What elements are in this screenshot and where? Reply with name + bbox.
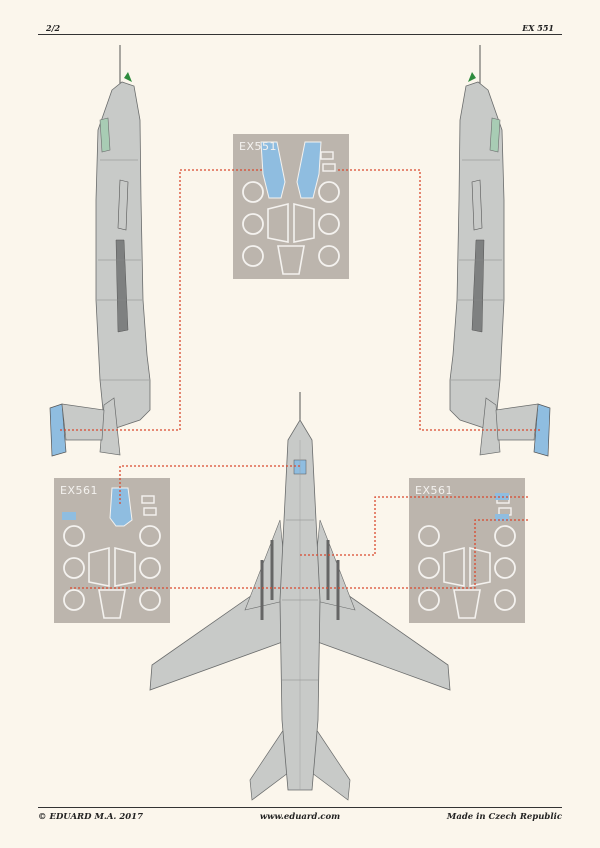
header-rule <box>38 34 562 35</box>
mask-sheet-top: EX551 <box>232 133 350 280</box>
page-number: 2/2 <box>46 23 61 33</box>
aircraft-side-view-right <box>449 44 551 457</box>
website-link[interactable]: www.eduard.com <box>259 812 341 822</box>
aircraft-side-view-left <box>49 44 151 457</box>
mask-sheet-label: EX561 <box>60 484 98 497</box>
mask-sheet-label: EX561 <box>415 484 453 497</box>
made-in-label: Made in Czech Republic <box>446 812 562 822</box>
mask-sheet-left: EX561 <box>53 477 171 624</box>
aircraft-top-view <box>149 392 451 801</box>
mask-sheet-right: EX561 <box>408 477 526 624</box>
mask-sheet-label: EX551 <box>239 140 277 153</box>
copyright: © EDUARD M.A. 2017 <box>38 812 143 822</box>
footer-rule <box>38 807 562 808</box>
product-code: EX 551 <box>522 23 554 33</box>
leader-lines <box>60 169 540 589</box>
